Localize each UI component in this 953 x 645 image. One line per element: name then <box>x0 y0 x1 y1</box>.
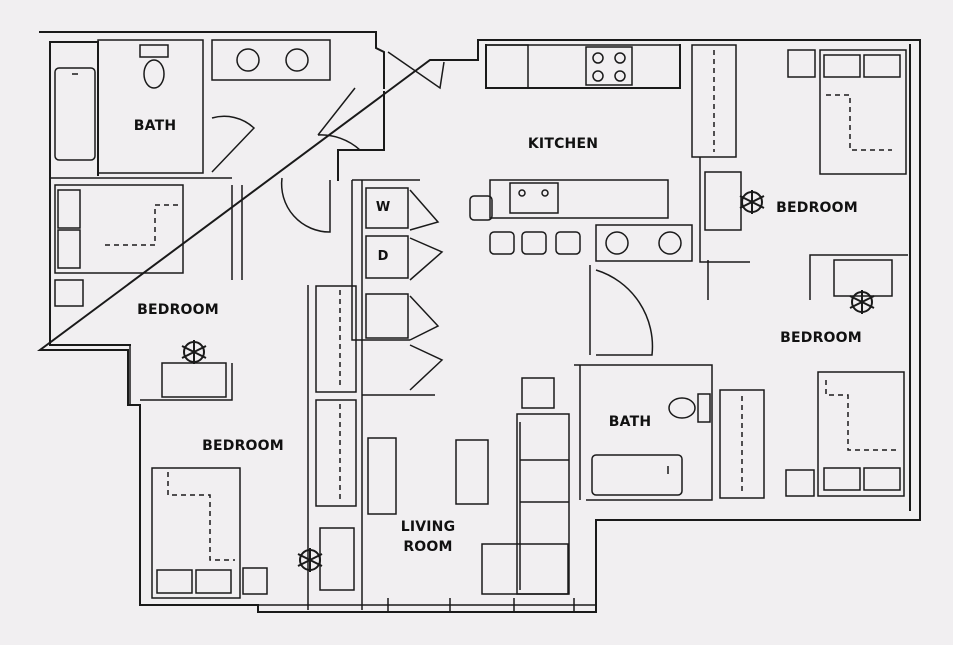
closet-right-upper <box>691 44 737 158</box>
bed-left-upper <box>54 184 184 274</box>
bed-fold-left-lower <box>167 472 235 561</box>
desk-left-lower <box>319 527 355 591</box>
desk-left-upper <box>161 362 227 398</box>
sink-3-icon <box>605 231 629 255</box>
pillow-4 <box>195 569 232 594</box>
closet-left-upper <box>140 363 233 401</box>
desk-chair-icon <box>297 548 323 572</box>
room-label-bath-center: BATH <box>608 414 652 430</box>
bathtub-top <box>54 67 96 161</box>
pillow-3 <box>156 569 193 594</box>
windows-bottom <box>258 598 596 612</box>
room-label-bedroom-right-lower: BEDROOM <box>780 330 862 346</box>
room-label-bedroom-left-lower: BEDROOM <box>202 438 284 454</box>
desk-chair-icon <box>739 190 765 214</box>
washer-label: W <box>375 200 391 215</box>
room-label-kitchen: KITCHEN <box>527 136 599 152</box>
bedroom-left-upper-wall <box>50 177 243 405</box>
dryer-label: D <box>377 249 389 264</box>
stool-icons <box>469 195 581 255</box>
entry-door <box>387 51 445 90</box>
nightstand-right-lower <box>785 469 815 497</box>
kitchen-island <box>489 179 669 219</box>
pantry <box>365 293 409 339</box>
pillow-1 <box>57 189 81 229</box>
counter-top <box>485 44 681 89</box>
room-label-bedroom-right-upper: BEDROOM <box>776 200 858 216</box>
desk-right-upper <box>704 171 742 231</box>
sink-2-icon <box>285 48 309 72</box>
dryer <box>365 235 409 279</box>
vanity-center <box>595 224 693 262</box>
bath-top-wall <box>97 39 204 174</box>
bath-door-center <box>589 265 654 356</box>
bed-right-lower <box>817 371 905 497</box>
outer-wall <box>36 31 921 613</box>
bed-fold-left-upper <box>105 204 180 246</box>
sofa <box>516 413 570 595</box>
sink-4-icon <box>658 231 682 255</box>
bathtub-center <box>591 454 683 496</box>
closet-1 <box>315 285 357 393</box>
bed-right-upper <box>819 49 907 175</box>
tv-console <box>367 437 397 515</box>
sink-1-icon <box>236 48 260 72</box>
nightstand-left-lower <box>242 567 268 595</box>
bed-left-lower <box>151 467 241 599</box>
toilet-top <box>139 44 169 89</box>
coffee-table <box>455 439 489 505</box>
nightstand-left-upper <box>54 279 84 307</box>
desk-chair-icon <box>849 290 875 314</box>
bath-center-walls <box>574 364 713 501</box>
nightstand-right-upper <box>787 49 816 78</box>
hall-door-right <box>317 87 361 151</box>
room-label-living-line1: LIVING <box>400 519 456 535</box>
room-label-living-line2: ROOM <box>403 539 453 555</box>
pillow-2 <box>57 229 81 269</box>
side-table <box>521 377 555 409</box>
washer <box>365 187 409 229</box>
wd-doors <box>409 189 444 391</box>
vanity-top <box>211 39 331 81</box>
closet-2 <box>315 399 357 507</box>
closet-right-lower <box>719 389 765 499</box>
stove <box>585 46 633 86</box>
room-label-bath-top: BATH <box>133 118 177 134</box>
room-label-bedroom-left-upper: BEDROOM <box>137 302 219 318</box>
hall-door-left <box>280 177 331 233</box>
central-wall <box>307 180 435 610</box>
toilet-center <box>668 393 711 423</box>
desk-chair-icon <box>181 340 207 364</box>
kitchen-sink <box>509 182 559 214</box>
bath-door-top <box>211 115 256 173</box>
fridge <box>485 44 529 89</box>
